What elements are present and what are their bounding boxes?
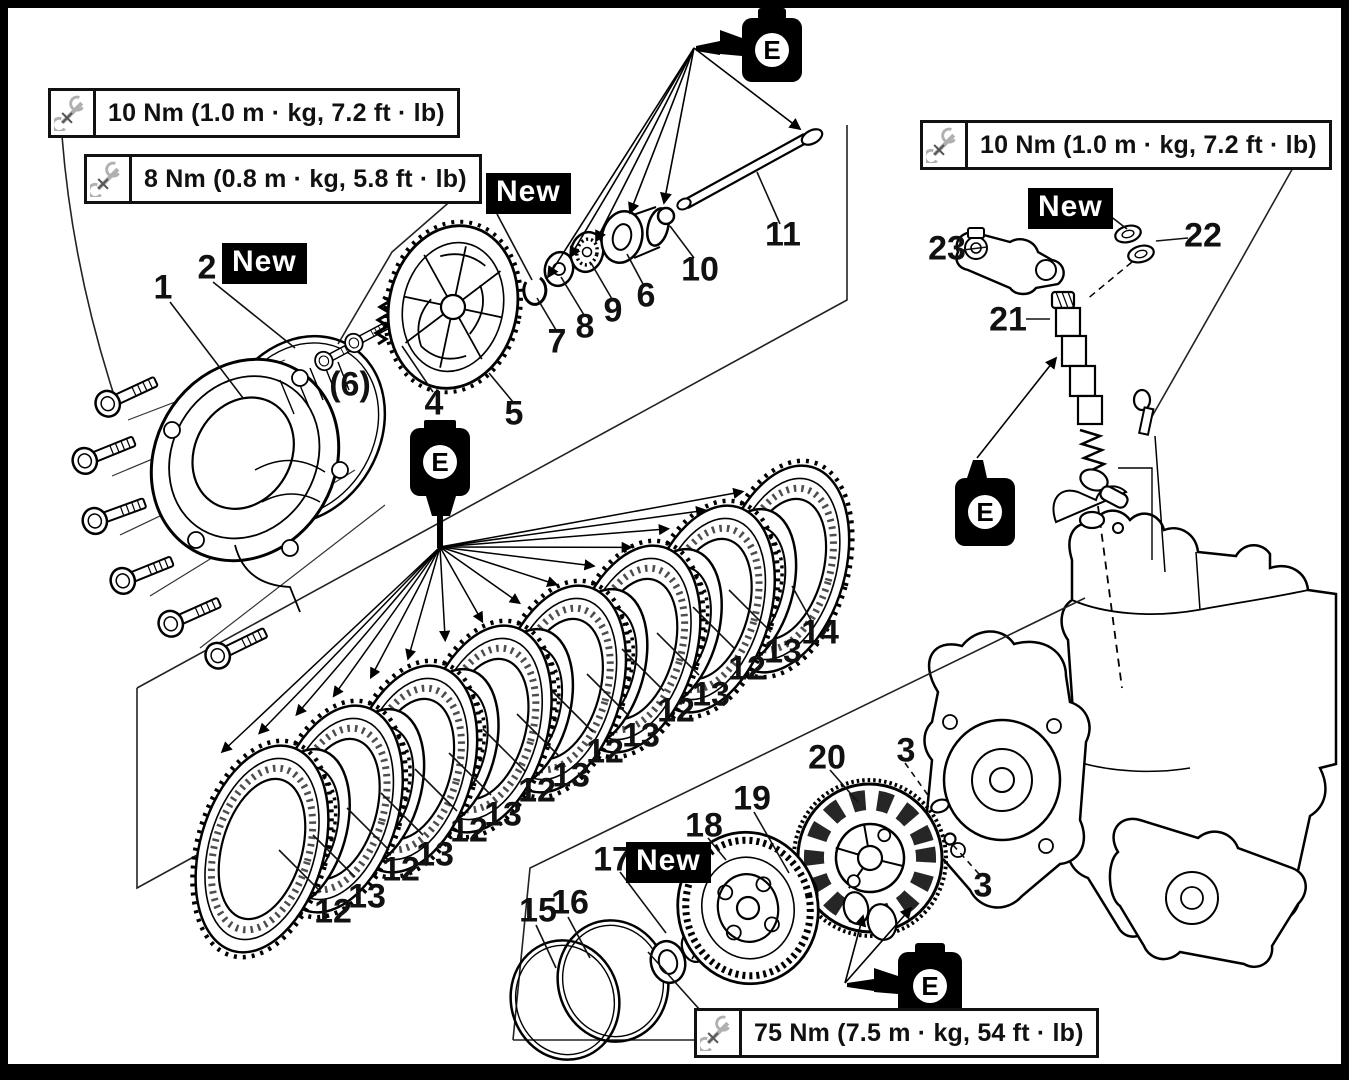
- new-part-badge: New: [1028, 188, 1113, 229]
- torque-spec-text: 75 Nm (7.5 m · kg, 54 ft · lb): [754, 1018, 1084, 1047]
- oil-letter: E: [921, 971, 938, 1001]
- torque-spec-text: 10 Nm (1.0 m · kg, 7.2 ft · lb): [980, 130, 1317, 159]
- label-leader-lines: [169, 171, 1189, 1011]
- oil-symbol-right: E: [955, 460, 1015, 546]
- nut-washer: [866, 903, 898, 941]
- lever-spring: [1078, 428, 1108, 474]
- clutch-spring: [373, 295, 393, 346]
- spring-bolts: [310, 295, 393, 375]
- torque-spec-box-cover-bolts: 10 Nm (1.0 m · kg, 7.2 ft · lb): [48, 88, 460, 138]
- new-part-badge: New: [222, 243, 307, 284]
- push-lever-shaft: [1050, 290, 1104, 426]
- clutch-cover: [149, 357, 350, 613]
- pressure-plate: [383, 219, 523, 395]
- oil-symbol-bottom: E: [847, 943, 962, 1020]
- wrench-icon: [697, 1011, 742, 1055]
- oil-symbol-top: E: [696, 8, 802, 82]
- torque-spec-text: 10 Nm (1.0 m · kg, 7.2 ft · lb): [108, 98, 445, 127]
- dowel: [930, 798, 950, 814]
- oil-letter: E: [976, 497, 993, 527]
- oil-letter: E: [763, 35, 780, 65]
- wrench-icon: [51, 91, 96, 135]
- lower-assembly: [509, 778, 957, 1061]
- new-part-badge: New: [486, 173, 571, 214]
- clutch-plate-stack: [190, 458, 855, 960]
- push-lever-assembly: [955, 224, 1155, 560]
- friction-plate: [190, 738, 334, 960]
- torque-spec-box-lever-screw: 10 Nm (1.0 m · kg, 7.2 ft · lb): [920, 120, 1332, 170]
- clip: [943, 832, 957, 846]
- engine-case: [921, 435, 1338, 969]
- wrench-icon: [87, 157, 132, 201]
- new-part-badge: New: [626, 842, 711, 883]
- washer: [1114, 224, 1142, 244]
- oil-fan-arrows: [220, 487, 745, 754]
- oil-arrows: [547, 47, 1058, 984]
- oil-symbol-center: E: [410, 420, 470, 548]
- washer: [1127, 244, 1155, 264]
- pushrod-parts: [522, 128, 824, 306]
- torque-spec-text: 8 Nm (0.8 m · kg, 5.8 ft · lb): [144, 164, 467, 193]
- torque-leader-lines: [61, 135, 1295, 421]
- torque-spec-box-clutch-nut: 75 Nm (7.5 m · kg, 54 ft · lb): [694, 1008, 1099, 1058]
- torque-spec-box-spring-bolts: 8 Nm (0.8 m · kg, 5.8 ft · lb): [84, 154, 482, 204]
- case-screw: [1132, 388, 1155, 436]
- ball: [656, 206, 676, 226]
- wire-ring: [509, 939, 621, 1061]
- wrench-icon: [923, 123, 968, 167]
- clutch-boss: [676, 830, 820, 986]
- oil-letter: E: [431, 447, 448, 477]
- push-rod: [676, 128, 824, 211]
- pilot-bearing: [649, 939, 687, 985]
- push-plate: [600, 206, 670, 264]
- circlip: [522, 276, 548, 306]
